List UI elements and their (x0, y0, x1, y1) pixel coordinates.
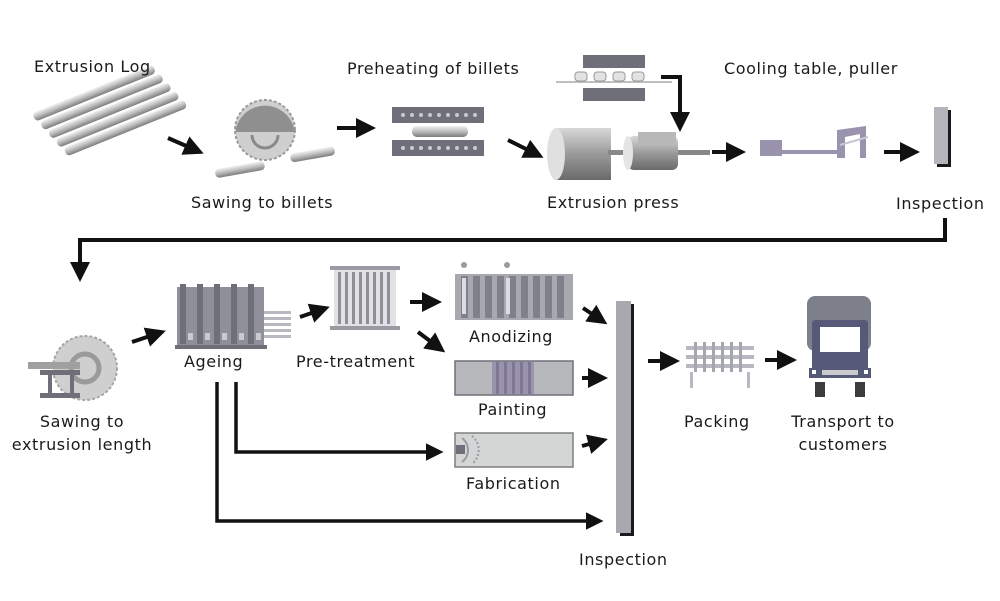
label-extrusion-log: Extrusion Log (34, 57, 151, 76)
flow-arrow (215, 382, 604, 530)
label-ageing: Ageing (184, 352, 244, 371)
flow-arrow (581, 304, 608, 325)
furnace-icon (392, 107, 484, 156)
label-sawing-to-billets: Sawing to billets (191, 193, 334, 212)
puller-icon (760, 126, 869, 158)
label-inspection-2: Inspection (579, 550, 668, 569)
label-painting: Painting (478, 400, 548, 419)
inspection-panel-icon (616, 301, 634, 536)
flow-arrow (131, 327, 166, 347)
flow-arrow (581, 434, 608, 454)
flow-arrow (299, 303, 330, 323)
flow-arrow (507, 138, 544, 158)
ageing-oven-icon (175, 284, 291, 349)
label-transport-line2: customers (798, 435, 888, 454)
label-sawing-length-line1: Sawing to (39, 412, 125, 431)
truck-icon (807, 296, 871, 397)
flow-arrow (416, 330, 446, 353)
paint-booth-icon (454, 360, 574, 396)
label-preheating: Preheating of billets (347, 59, 520, 78)
flow-arrow (167, 136, 204, 155)
label-extrusion-press: Extrusion press (547, 193, 680, 212)
label-inspection-1: Inspection (896, 194, 985, 213)
label-sawing-length-line2: extrusion length (11, 435, 153, 454)
label-packing: Packing (684, 412, 750, 431)
logs-icon (33, 65, 187, 156)
rack-icon (330, 266, 400, 330)
flow-arrow (70, 218, 947, 282)
press-icon (547, 128, 710, 180)
circular-saw-icon (215, 99, 335, 178)
packing-rack-icon (686, 342, 754, 388)
inspection-panel-icon (934, 107, 951, 167)
anodizing-tank-icon (455, 262, 573, 320)
circular-saw-icon (28, 335, 118, 401)
flow-arrow (661, 75, 690, 132)
fabrication-icon (454, 432, 574, 468)
label-pretreatment: Pre-treatment (296, 352, 416, 371)
label-fabrication: Fabrication (466, 474, 561, 493)
label-anodizing: Anodizing (469, 327, 554, 346)
label-cooling-table: Cooling table, puller (724, 59, 898, 78)
label-transport-line1: Transport to (791, 412, 895, 431)
furnace-icon (556, 55, 672, 101)
flow-arrow (234, 382, 444, 461)
